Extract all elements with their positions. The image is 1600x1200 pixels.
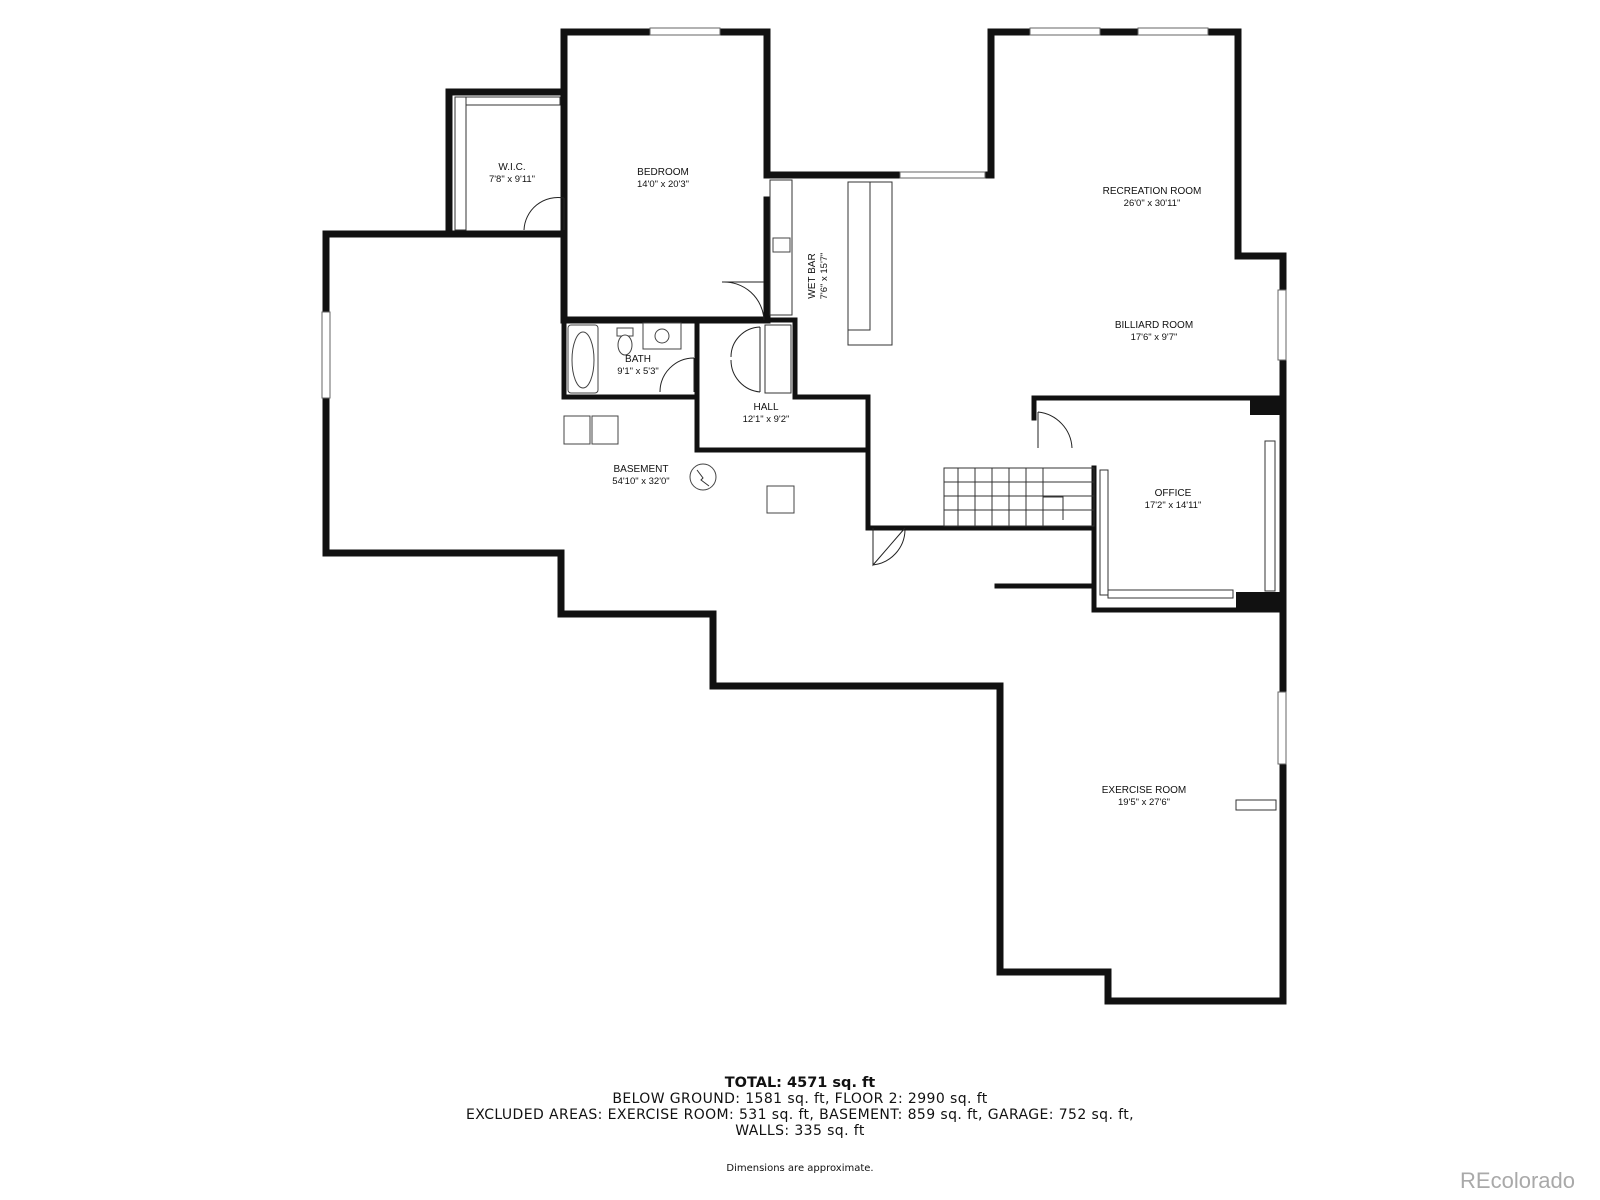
bath-door xyxy=(659,357,695,393)
bedroom-label: BEDROOM xyxy=(637,167,689,178)
closet-shelf xyxy=(764,324,792,394)
office-shelf xyxy=(1264,440,1276,592)
wic-shelf-left xyxy=(454,96,467,231)
billiard-label: BILLIARD ROOM xyxy=(1115,320,1193,331)
basement-dimensions: 54'10" x 32'0" xyxy=(612,476,669,487)
total-area: TOTAL: 4571 sq. ft xyxy=(724,1075,876,1091)
wic-walls xyxy=(445,88,568,238)
wic-door xyxy=(523,196,565,231)
windows xyxy=(321,27,1287,765)
watermark-logo: REcolorado xyxy=(1460,1168,1575,1193)
water-heater xyxy=(689,463,717,491)
column-ne xyxy=(1250,398,1280,415)
basement-window xyxy=(321,311,331,399)
wic-label: W.I.C. xyxy=(498,162,525,173)
slider-door xyxy=(899,171,986,179)
toilet-bowl xyxy=(617,334,633,356)
office-walls xyxy=(1031,395,1286,421)
below-ground-line: BELOW GROUND: 1581 sq. ft, FLOOR 2: 2990… xyxy=(612,1091,988,1107)
wic-shelf-top xyxy=(465,96,561,106)
hall-label: HALL xyxy=(753,402,778,413)
column-se xyxy=(1236,592,1280,610)
office-built-in xyxy=(1099,469,1109,596)
fixtures xyxy=(454,96,1277,811)
bedroom-window xyxy=(649,27,721,36)
rec-window-1 xyxy=(1029,27,1101,36)
recreation-dimensions: 26'0" x 30'11" xyxy=(1124,198,1181,209)
office-dimensions: 17'2" x 14'11" xyxy=(1145,500,1202,511)
wet-bar-sink xyxy=(772,237,791,253)
exterior-walls xyxy=(322,28,1287,1005)
closet-door-1 xyxy=(730,326,761,358)
bedroom-door xyxy=(721,281,765,321)
exercise-label: EXERCISE ROOM xyxy=(1102,785,1186,796)
basement-label: BASEMENT xyxy=(613,464,668,475)
disclaimer: Dimensions are approximate. xyxy=(726,1163,874,1174)
excluded-areas-line: EXCLUDED AREAS: EXERCISE ROOM: 531 sq. f… xyxy=(466,1107,1134,1123)
wet-bar-counter xyxy=(769,179,793,316)
hall-dimensions: 12'1" x 9'2" xyxy=(743,414,790,425)
interior-walls xyxy=(561,317,1286,613)
bathtub-basin xyxy=(571,331,595,389)
bedroom-dimensions: 14'0" x 20'3" xyxy=(637,179,689,190)
wic-dimensions: 7'8" x 9'11" xyxy=(489,174,535,185)
stair-door xyxy=(872,527,906,567)
bath-walls xyxy=(561,317,700,400)
wet-bar-label: WET BAR xyxy=(807,253,818,298)
hall-walls xyxy=(694,317,871,453)
bath-label: BATH xyxy=(625,354,651,365)
water-heater-symbol xyxy=(696,469,710,487)
exercise-window xyxy=(1277,691,1287,765)
stair-outline xyxy=(943,467,1095,527)
bedroom-east-wall-lower xyxy=(693,196,771,324)
staircase xyxy=(943,467,1095,527)
stair-wall xyxy=(865,447,1097,531)
closet-door-2 xyxy=(730,357,761,393)
billiard-dimensions: 17'6" x 9'7" xyxy=(1131,332,1178,343)
wet-bar-dimensions: 7'6" x 15'7" xyxy=(819,253,830,300)
billiard-window xyxy=(1277,289,1287,361)
bedroom-walls xyxy=(560,28,771,324)
dryer xyxy=(591,415,619,445)
room-labels: W.I.C. 7'8" x 9'11" BEDROOM 14'0" x 20'3… xyxy=(489,162,1201,808)
bar-island-inner xyxy=(847,181,871,331)
furnace xyxy=(766,485,795,514)
bath-dimensions: 9'1" x 5'3" xyxy=(617,366,659,377)
office-counter xyxy=(1107,589,1234,599)
doors xyxy=(523,196,1073,567)
office-door xyxy=(1037,411,1073,449)
walls-line: WALLS: 335 sq. ft xyxy=(735,1123,865,1139)
rec-window-2 xyxy=(1137,27,1209,36)
bath-sink xyxy=(654,328,670,344)
office-label: OFFICE xyxy=(1155,488,1192,499)
recreation-label: RECREATION ROOM xyxy=(1103,186,1202,197)
exercise-bench xyxy=(1235,799,1277,811)
exercise-dimensions: 19'5" x 27'6" xyxy=(1118,797,1170,808)
washer xyxy=(563,415,591,445)
area-summary: TOTAL: 4571 sq. ft BELOW GROUND: 1581 sq… xyxy=(300,1075,1300,1139)
